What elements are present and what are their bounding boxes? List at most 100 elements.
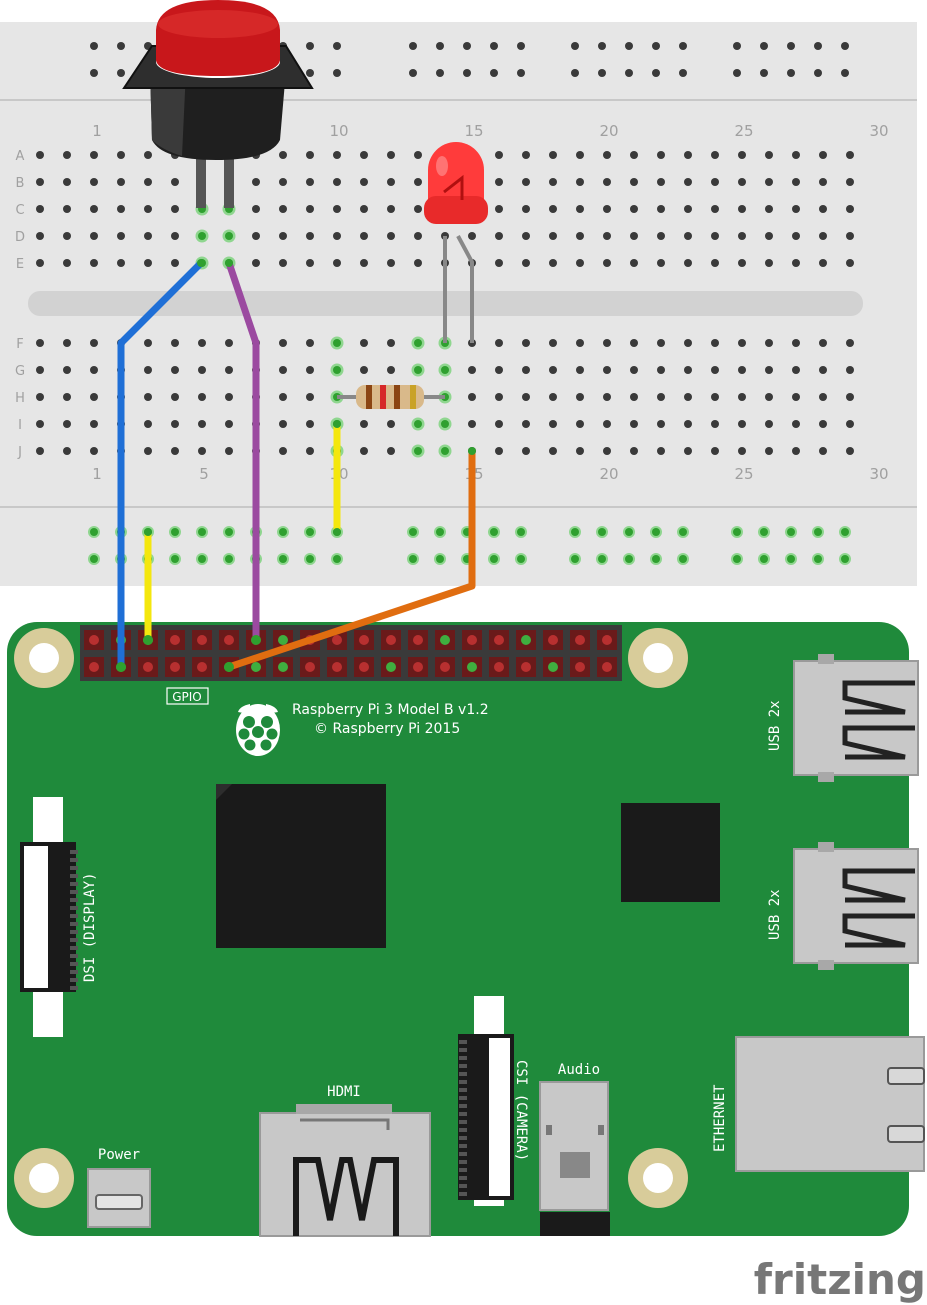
breadboard-hole xyxy=(90,447,98,455)
breadboard-hole xyxy=(225,232,233,240)
breadboard-hole xyxy=(36,339,44,347)
resistor[interactable] xyxy=(337,385,445,409)
breadboard-hole xyxy=(711,339,719,347)
rail-hole xyxy=(409,555,417,563)
breadboard-hole xyxy=(144,178,152,186)
breadboard-hole xyxy=(36,205,44,213)
breadboard-hole xyxy=(603,420,611,428)
breadboard-hole xyxy=(738,393,746,401)
breadboard-hole xyxy=(495,259,503,267)
breadboard-hole xyxy=(603,151,611,159)
mounting-hole-top-left xyxy=(14,628,74,688)
rail-hole xyxy=(306,42,314,50)
breadboard-hole xyxy=(63,205,71,213)
rail-hole xyxy=(679,528,687,536)
breadboard-hole xyxy=(846,420,854,428)
gpio-pins xyxy=(84,630,617,677)
breadboard-hole xyxy=(630,232,638,240)
breadboard-hole xyxy=(144,420,152,428)
breadboard-hole xyxy=(630,393,638,401)
usb-port-bottom[interactable] xyxy=(793,842,919,970)
rail-hole xyxy=(117,42,125,50)
breadboard-hole xyxy=(117,151,125,159)
breadboard-hole xyxy=(468,420,476,428)
breadboard-hole xyxy=(333,151,341,159)
breadboard-hole xyxy=(846,259,854,267)
breadboard-hole xyxy=(576,339,584,347)
breadboard-hole xyxy=(90,205,98,213)
breadboard-hole xyxy=(765,259,773,267)
dsi-display-connector[interactable] xyxy=(20,797,78,1037)
breadboard-hole xyxy=(819,447,827,455)
breadboard-hole xyxy=(387,205,395,213)
breadboard-hole xyxy=(441,366,449,374)
rail-hole xyxy=(571,555,579,563)
csi-camera-connector[interactable] xyxy=(458,996,514,1206)
wire-orange[interactable] xyxy=(227,451,476,671)
wire-blue[interactable] xyxy=(117,260,204,667)
breadboard-hole xyxy=(765,205,773,213)
rail-hole xyxy=(625,42,633,50)
breadboard-hole xyxy=(819,366,827,374)
breadboard-hole xyxy=(360,447,368,455)
wire-purple[interactable] xyxy=(225,261,260,640)
rail-hole xyxy=(652,528,660,536)
rail-hole xyxy=(490,555,498,563)
breadboard-hole xyxy=(360,205,368,213)
gpio-pin xyxy=(521,635,531,645)
breadboard-hole xyxy=(63,393,71,401)
rail-hole xyxy=(517,69,525,77)
row-letter: J xyxy=(17,445,22,460)
breadboard-hole xyxy=(684,259,692,267)
column-number: 25 xyxy=(734,122,753,140)
rail-hole xyxy=(652,69,660,77)
rail-hole xyxy=(436,42,444,50)
micro-usb-power-port[interactable] xyxy=(87,1168,151,1228)
usb-port-top[interactable] xyxy=(793,654,919,782)
breadboard-hole xyxy=(279,259,287,267)
breadboard-hole xyxy=(306,366,314,374)
breadboard-hole xyxy=(333,205,341,213)
breadboard-hole xyxy=(63,151,71,159)
breadboard-hole xyxy=(144,151,152,159)
breadboard-hole xyxy=(306,205,314,213)
push-button[interactable] xyxy=(122,0,314,208)
rail-hole xyxy=(409,69,417,77)
breadboard-hole xyxy=(495,151,503,159)
rail-hole xyxy=(436,528,444,536)
audio-jack[interactable] xyxy=(539,1081,610,1236)
breadboard-hole xyxy=(144,447,152,455)
breadboard-hole xyxy=(711,393,719,401)
gpio-pin xyxy=(386,635,396,645)
column-number: 30 xyxy=(869,465,888,483)
rail-hole xyxy=(90,69,98,77)
breadboard-hole xyxy=(576,393,584,401)
wires xyxy=(116,259,476,672)
rail-hole xyxy=(841,42,849,50)
gpio-pin xyxy=(602,635,612,645)
rail-hole xyxy=(571,528,579,536)
ethernet-port[interactable] xyxy=(735,1036,925,1172)
gpio-pin xyxy=(413,662,423,672)
rail-hole xyxy=(841,555,849,563)
breadboard-hole xyxy=(819,205,827,213)
breadboard-hole xyxy=(765,447,773,455)
breadboard-hole xyxy=(576,259,584,267)
breadboard-hole xyxy=(144,366,152,374)
breadboard-hole xyxy=(684,393,692,401)
breadboard-hole xyxy=(360,366,368,374)
breadboard-hole xyxy=(549,420,557,428)
mounting-hole-bottom-left xyxy=(14,1148,74,1208)
rail-hole xyxy=(436,69,444,77)
breadboard-hole xyxy=(792,393,800,401)
rail-hole xyxy=(733,555,741,563)
red-led[interactable] xyxy=(424,142,488,343)
breadboard-hole xyxy=(171,259,179,267)
breadboard-hole xyxy=(684,178,692,186)
breadboard-hole xyxy=(252,259,260,267)
hdmi-port[interactable] xyxy=(259,1104,431,1237)
raspberry-pi-board: GPIO Raspberry Pi 3 Model B v1.2 © Raspb… xyxy=(7,622,925,1237)
breadboard-hole xyxy=(765,420,773,428)
breadboard-hole xyxy=(657,151,665,159)
breadboard-hole xyxy=(738,420,746,428)
